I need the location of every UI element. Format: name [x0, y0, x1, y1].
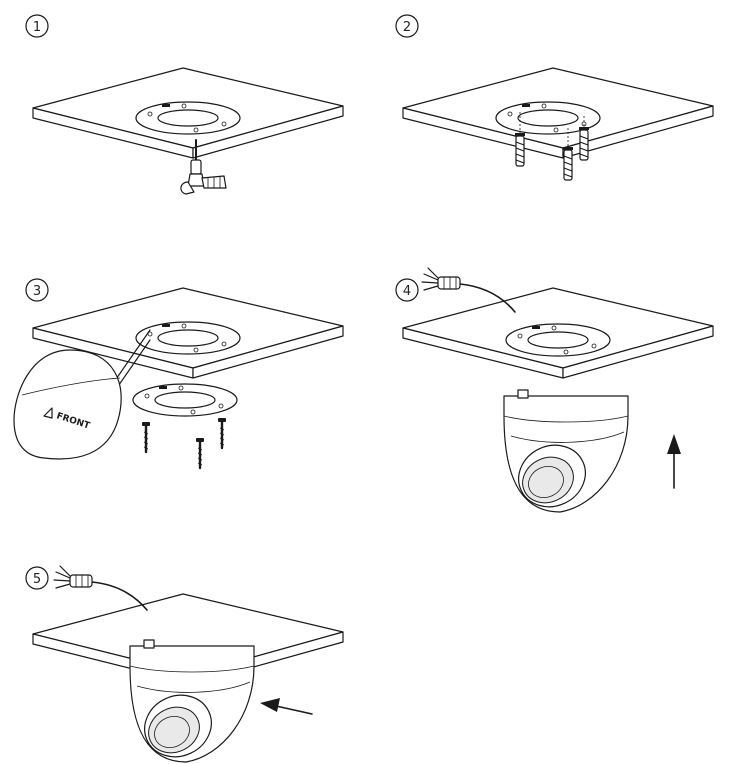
- front-detail-callout: FRONT: [13, 329, 151, 460]
- step-3: 3 FRONT: [13, 278, 344, 470]
- step-1: 1: [25, 14, 344, 195]
- step-3-number: 3: [33, 284, 41, 299]
- wall-anchor-3: [578, 126, 590, 161]
- screw-3: [216, 416, 228, 450]
- step-4-number: 4: [403, 284, 411, 299]
- wall-anchor-2: [562, 146, 574, 181]
- wall-anchor-1: [514, 132, 526, 167]
- triangle-marker-icon: [43, 407, 53, 419]
- step-1-badge: [25, 14, 49, 38]
- screw-2: [194, 436, 206, 470]
- step-5-number: 5: [33, 572, 41, 587]
- step-2-badge: [395, 14, 419, 38]
- cable: [53, 565, 148, 611]
- dome-camera: [129, 639, 255, 764]
- step-5-badge: [25, 566, 49, 590]
- step-5: 5: [25, 565, 344, 764]
- dome-camera: [503, 389, 629, 519]
- arrow-left-icon: [260, 698, 313, 715]
- screw-1: [140, 420, 152, 454]
- step-4: 4: [395, 267, 714, 519]
- step-2-number: 2: [403, 20, 411, 35]
- step-4-badge: [395, 278, 419, 302]
- step-1-number: 1: [33, 20, 41, 35]
- step-3-badge: [25, 278, 49, 302]
- step-2: 2: [395, 14, 714, 181]
- arrow-up-icon: [667, 434, 681, 489]
- screwdriver-icon: [180, 139, 227, 195]
